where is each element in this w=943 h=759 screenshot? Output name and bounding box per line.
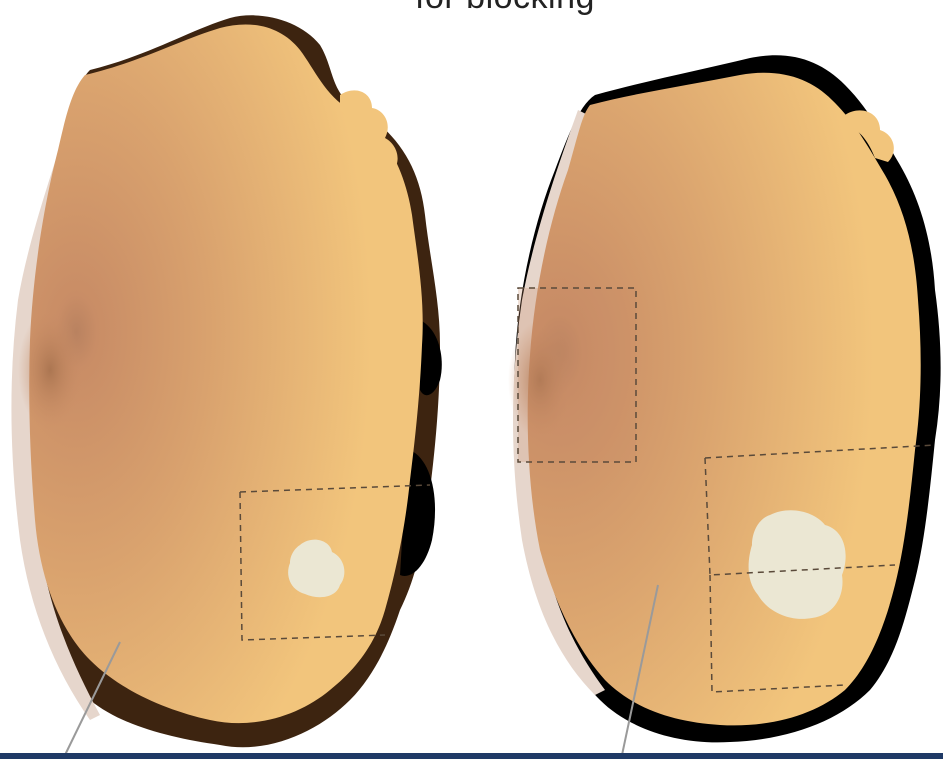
left-grain-germ (18, 310, 82, 430)
right-grain (508, 55, 941, 755)
bottom-bar (0, 753, 943, 759)
right-grain-germ-box (518, 288, 636, 462)
left-grain (11, 15, 441, 755)
